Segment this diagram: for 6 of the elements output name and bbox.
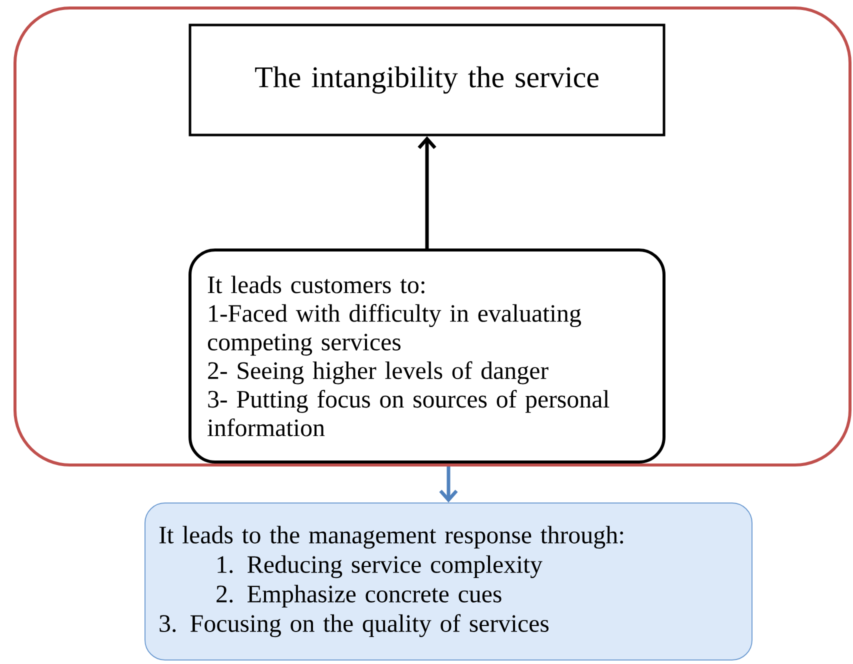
rounded-box: It leads to the management response through: 1. Reducing service complexity 2. Emphasize concrete cues 3. Focusing on the quality of services [144,502,752,660]
rounded-box: It leads customers to: 1-Faced with difficulty in evaluating competing services 2- Seeing higher levels of danger 3- Putting focus on sources of personal information [188,248,666,464]
title-box: The intangibility the service [188,24,666,136]
arrow [418,136,436,248]
rounded-frame [14,6,852,466]
arrow [439,466,458,502]
